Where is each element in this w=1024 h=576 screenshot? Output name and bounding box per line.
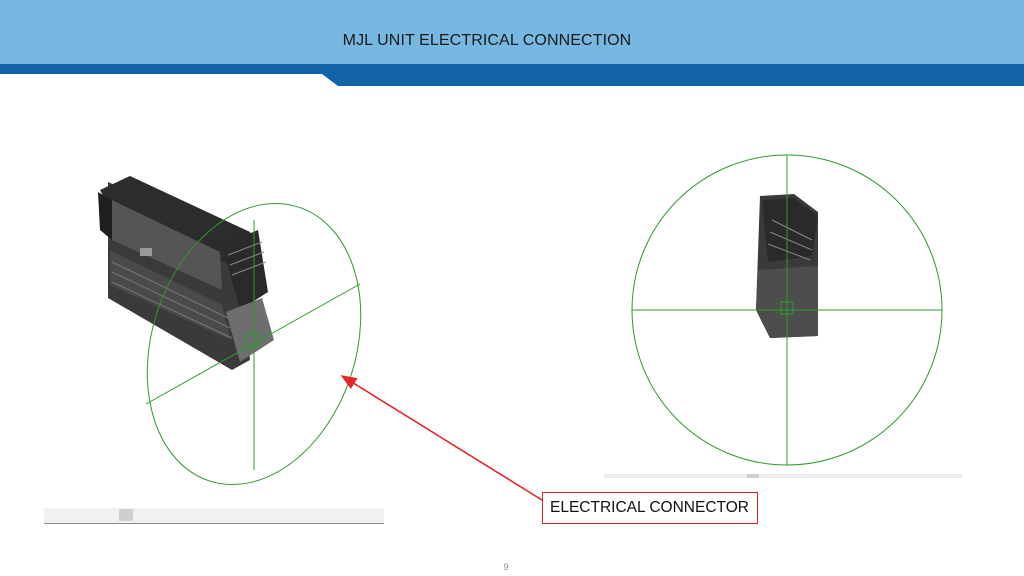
scrollbar-thumb-right[interactable] <box>747 474 759 478</box>
front-unit-view <box>631 154 943 466</box>
horizontal-scrollbar-left[interactable] <box>44 508 384 524</box>
isometric-unit-view <box>98 176 362 486</box>
rotation-gizmo-right <box>631 154 943 466</box>
page-number: 9 <box>503 562 509 572</box>
scrollbar-thumb-left[interactable] <box>119 509 133 521</box>
electrical-connector-callout: ELECTRICAL CONNECTOR <box>542 492 758 524</box>
horizontal-scrollbar-right[interactable] <box>604 474 962 478</box>
slide-header: MJL UNIT ELECTRICAL CONNECTION <box>0 0 1024 86</box>
header-banner <box>0 0 1024 86</box>
callout-arrow <box>340 375 543 501</box>
slide-title: MJL UNIT ELECTRICAL CONNECTION <box>342 32 632 49</box>
unit-model-isometric <box>98 176 274 370</box>
